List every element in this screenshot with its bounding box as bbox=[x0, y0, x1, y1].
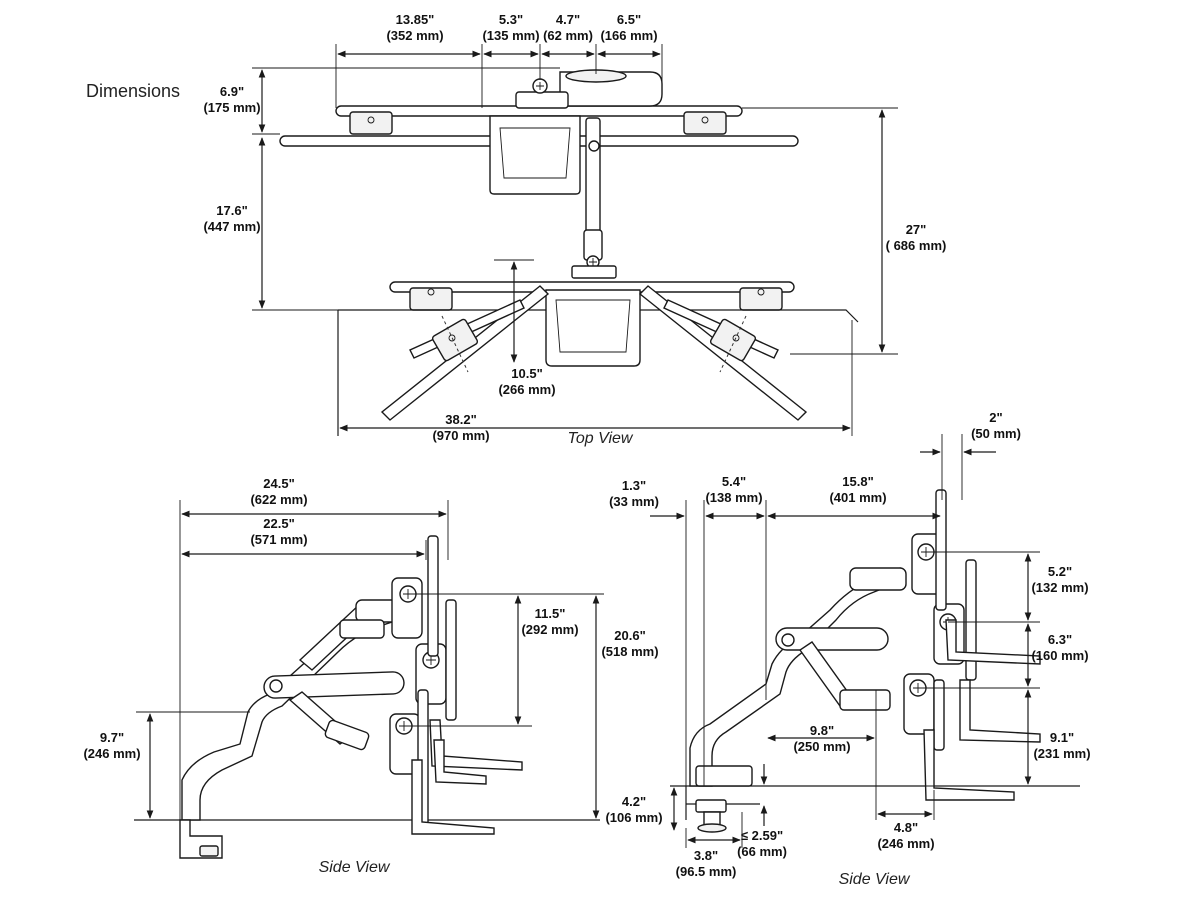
dim-top-total-depth-mm: ( 686 mm) bbox=[886, 238, 947, 253]
dim-right-h2-mm: (160 mm) bbox=[1031, 648, 1088, 663]
dim-right-plate-mm: (50 mm) bbox=[971, 426, 1021, 441]
dim-top-arm-reach-mm: (266 mm) bbox=[498, 382, 555, 397]
dim-right-offset-mm: (33 mm) bbox=[609, 494, 659, 509]
dim-top-total-depth-in: 27" bbox=[906, 222, 927, 237]
dim-top-depth2-mm: (447 mm) bbox=[203, 219, 260, 234]
dim-right-arm-in: 9.8" bbox=[810, 723, 834, 738]
dim-left-pole-height-mm: (246 mm) bbox=[83, 746, 140, 761]
top-view-dimensions: 13.85" (352 mm) 5.3" (135 mm) 4.7" (62 m… bbox=[203, 12, 946, 447]
dim-right-h3-mm: (231 mm) bbox=[1033, 746, 1090, 761]
dim-right-reach-in: 15.8" bbox=[842, 474, 873, 489]
dim-right-desk-thickness-mm: (66 mm) bbox=[737, 844, 787, 859]
dim-right-arm-mm: (250 mm) bbox=[793, 739, 850, 754]
dim-right-desk-thickness-in: ≤ 2.59" bbox=[741, 828, 783, 843]
left-side-view-label: Side View bbox=[319, 859, 391, 876]
dim-right-clamp-depth-in: 4.2" bbox=[622, 794, 646, 809]
dim-left-height-range-mm: (292 mm) bbox=[521, 622, 578, 637]
dim-left-reach2-mm: (571 mm) bbox=[250, 532, 307, 547]
dim-top-span-mm: (970 mm) bbox=[432, 428, 489, 443]
dim-right-clamp-width-in: 3.8" bbox=[694, 848, 718, 863]
left-side-view-dimensions: 24.5" (622 mm) 22.5" (571 mm) 11.5" (292… bbox=[83, 476, 658, 876]
dim-right-foot-in: 4.8" bbox=[894, 820, 918, 835]
top-view-label: Top View bbox=[568, 430, 634, 447]
dim-right-clamp-width-mm: (96.5 mm) bbox=[676, 864, 737, 879]
dim-right-h3-in: 9.1" bbox=[1050, 730, 1074, 745]
dim-right-reach-mm: (401 mm) bbox=[829, 490, 886, 505]
dim-top-base-mm: (166 mm) bbox=[600, 28, 657, 43]
dim-top-base-in: 6.5" bbox=[617, 12, 641, 27]
dim-top-depth1-mm: (175 mm) bbox=[203, 100, 260, 115]
dim-right-plate-in: 2" bbox=[989, 410, 1002, 425]
dim-top-clamp-in: 4.7" bbox=[556, 12, 580, 27]
dim-top-depth1-in: 6.9" bbox=[220, 84, 244, 99]
right-side-view-label: Side View bbox=[839, 871, 911, 888]
dim-left-reach-mm: (622 mm) bbox=[250, 492, 307, 507]
dim-right-h2-in: 6.3" bbox=[1048, 632, 1072, 647]
left-side-view-drawing bbox=[134, 535, 600, 859]
dim-left-reach-in: 24.5" bbox=[263, 476, 294, 491]
dim-top-width-in: 13.85" bbox=[396, 12, 435, 27]
dim-right-foot-mm: (246 mm) bbox=[877, 836, 934, 851]
right-side-view-dimensions: 1.3" (33 mm) 5.4" (138 mm) 15.8" (401 mm… bbox=[605, 410, 1090, 888]
page-title: Dimensions bbox=[86, 81, 180, 101]
right-side-view-drawing bbox=[670, 489, 1080, 833]
dim-right-base-in: 5.4" bbox=[722, 474, 746, 489]
dim-top-offset-in: 5.3" bbox=[499, 12, 523, 27]
dim-right-clamp-depth-mm: (106 mm) bbox=[605, 810, 662, 825]
dim-right-h1-in: 5.2" bbox=[1048, 564, 1072, 579]
dim-right-offset-in: 1.3" bbox=[622, 478, 646, 493]
dim-left-height-range-in: 11.5" bbox=[535, 606, 566, 621]
dim-top-span-in: 38.2" bbox=[445, 412, 476, 427]
dim-right-h1-mm: (132 mm) bbox=[1031, 580, 1088, 595]
dim-right-base-mm: (138 mm) bbox=[705, 490, 762, 505]
dim-left-pole-height-in: 9.7" bbox=[100, 730, 124, 745]
dim-left-total-height-mm: (518 mm) bbox=[601, 644, 658, 659]
dim-top-arm-reach-in: 10.5" bbox=[511, 366, 542, 381]
dim-left-total-height-in: 20.6" bbox=[614, 628, 645, 643]
dim-left-reach2-in: 22.5" bbox=[263, 516, 294, 531]
top-view-drawing bbox=[279, 69, 859, 436]
dim-top-clamp-mm: (62 mm) bbox=[543, 28, 593, 43]
dim-top-width-mm: (352 mm) bbox=[386, 28, 443, 43]
dim-top-depth2-in: 17.6" bbox=[216, 203, 247, 218]
dim-top-offset-mm: (135 mm) bbox=[482, 28, 539, 43]
